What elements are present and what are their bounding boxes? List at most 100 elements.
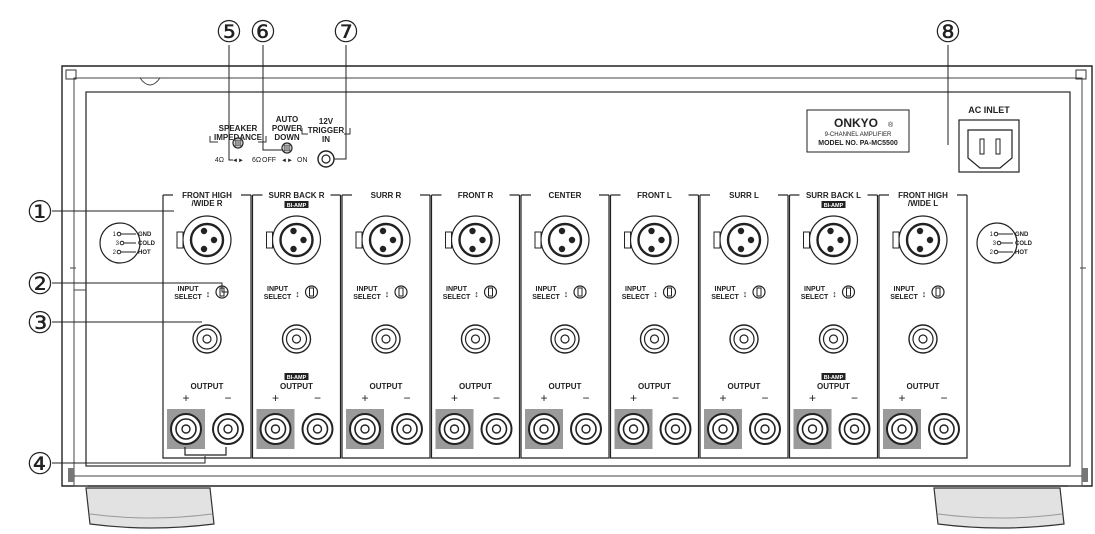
input-label: INPUT	[804, 286, 826, 293]
xlr-pin	[827, 227, 834, 235]
negative-terminal[interactable]	[838, 413, 871, 445]
negative-terminal[interactable]	[570, 413, 602, 445]
rca-input-jack[interactable]	[281, 324, 312, 354]
channel-module: SURR BACK RBI-AMPINPUTSELECT↕BI-AMPOUTPU…	[251, 191, 342, 459]
input-select-switch[interactable]	[841, 285, 856, 299]
bi-amp-output-badge-bg	[821, 373, 846, 380]
rca-input-jack[interactable]	[818, 324, 849, 354]
input-select-switch[interactable]	[931, 285, 945, 299]
positive-terminal[interactable]	[167, 409, 205, 449]
select-arrows: ↕	[474, 289, 479, 299]
channel-name: CENTER	[549, 191, 582, 200]
xlr-input-jack[interactable]	[445, 215, 501, 265]
module-frame	[609, 195, 700, 459]
minus-label: −	[672, 391, 679, 405]
apd-label-2: POWER	[272, 124, 302, 133]
auto-power-down-switch[interactable]: AUTO POWER DOWN OFF ◄► ON	[262, 115, 308, 164]
negative-terminal[interactable]	[480, 413, 513, 445]
xlr-input-jack[interactable]	[803, 215, 859, 265]
rca-input-jack[interactable]	[908, 324, 938, 354]
callouts: ① ② ③ ④ ⑤ ⑥ ⑦ ⑧	[27, 16, 962, 481]
minus-label: −	[761, 391, 768, 405]
speaker-impedance-switch[interactable]: SPEAKER IMPEDANCE 4Ω ◄► 6Ω	[209, 124, 267, 164]
xlr-pin	[558, 227, 566, 235]
xlr-input-jack[interactable]	[266, 215, 322, 265]
xlr-input-jack[interactable]	[713, 215, 769, 265]
module-frame	[162, 195, 252, 459]
positive-terminal[interactable]	[793, 409, 832, 449]
input-select-switch[interactable]	[752, 285, 766, 299]
pin-3-num-r: 3	[993, 241, 997, 247]
input-select-switch[interactable]	[304, 285, 319, 299]
ac-inlet[interactable]: AC INLET	[958, 105, 1020, 173]
positive-terminal[interactable]	[346, 409, 384, 449]
channel-name: SURR R	[371, 191, 402, 200]
select-arrows: ↕	[385, 289, 390, 299]
xlr-input-jack[interactable]	[624, 215, 680, 265]
terminal-core	[718, 424, 728, 434]
positive-terminal[interactable]	[256, 409, 295, 449]
negative-terminal[interactable]	[212, 413, 244, 445]
xlr-input-jack[interactable]	[892, 215, 948, 265]
xlr-pin	[926, 236, 934, 244]
positive-terminal[interactable]	[525, 409, 563, 449]
input-label: INPUT	[446, 286, 468, 293]
xlr-input-jack[interactable]	[534, 215, 590, 265]
xlr-input-jack[interactable]	[355, 215, 411, 265]
bi-amp-output-badge-bg	[284, 373, 309, 380]
channel-name: FRONT L	[637, 191, 672, 200]
rca-input-jack[interactable]	[639, 324, 670, 354]
input-select-switch[interactable]	[662, 285, 677, 299]
negative-terminal[interactable]	[659, 413, 692, 445]
terminal-core	[312, 424, 323, 434]
positive-terminal[interactable]	[704, 409, 742, 449]
select-label: SELECT	[174, 294, 202, 301]
module-frame	[788, 195, 879, 459]
trigger-in-jack[interactable]: 12V TRIGGER IN	[301, 117, 351, 168]
channel-name: SURR L	[729, 191, 759, 200]
rca-input-jack[interactable]	[729, 324, 759, 354]
pin-3-num: 3	[116, 241, 120, 247]
apd-label-3: DOWN	[274, 133, 300, 142]
positive-terminal[interactable]	[883, 409, 921, 449]
rca-input-jack[interactable]	[550, 324, 580, 354]
input-select-switch[interactable]	[394, 285, 408, 299]
rca-pin	[918, 334, 928, 344]
negative-terminal[interactable]	[928, 413, 960, 445]
xlr-input-jack[interactable]	[176, 215, 232, 265]
select-arrows: ↕	[743, 289, 748, 299]
terminal-core	[491, 424, 502, 434]
rca-input-jack[interactable]	[460, 324, 491, 354]
callout-8: ⑧	[935, 16, 962, 49]
channel-name: SURR BACK R	[269, 191, 325, 200]
output-label: OUTPUT	[459, 382, 492, 391]
minus-label: −	[224, 391, 231, 405]
select-arrows: ↕	[564, 289, 569, 299]
output-label: OUTPUT	[280, 382, 313, 391]
output-label: OUTPUT	[191, 382, 224, 391]
terminal-core	[670, 424, 681, 434]
minus-label: −	[940, 391, 947, 405]
rca-input-jack[interactable]	[192, 324, 222, 354]
input-select-switch[interactable]	[573, 285, 587, 299]
input-label: INPUT	[715, 286, 737, 293]
terminal-core	[939, 424, 949, 434]
negative-terminal[interactable]	[749, 413, 781, 445]
xlr-pin	[916, 227, 924, 235]
positive-terminal[interactable]	[435, 409, 474, 449]
xlr-pin	[300, 236, 307, 244]
xlr-inner	[279, 222, 314, 258]
xlr-pin	[648, 227, 655, 235]
select-label: SELECT	[353, 294, 381, 301]
negative-terminal[interactable]	[391, 413, 423, 445]
callout-6: ⑥	[250, 16, 277, 49]
negative-terminal[interactable]	[301, 413, 334, 445]
input-select-switch[interactable]	[483, 285, 498, 299]
module-frame	[341, 195, 431, 459]
positive-terminal[interactable]	[614, 409, 653, 449]
rca-pin	[202, 334, 212, 344]
rca-input-jack[interactable]	[371, 324, 401, 354]
callout-5: ⑤	[216, 16, 243, 49]
